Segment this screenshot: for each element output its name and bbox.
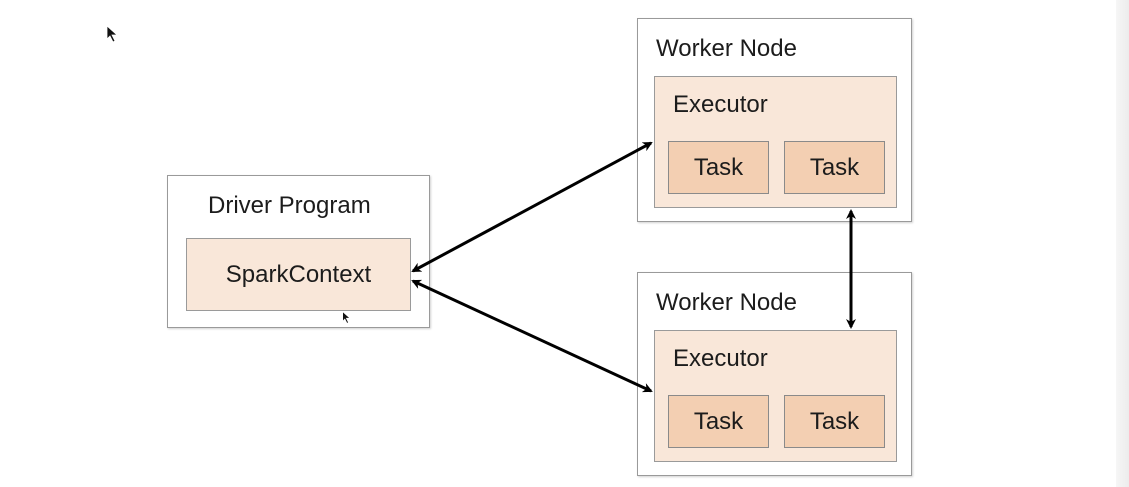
arrow-driver-to-worker-1 — [411, 141, 653, 273]
driver-program-box: Driver Program SparkContext — [167, 175, 430, 328]
cursor-icon — [342, 311, 351, 324]
executor-title-2: Executor — [673, 345, 768, 372]
spark-context-box: SparkContext — [186, 238, 411, 311]
worker-node-box-2: Worker Node Executor Task Task — [637, 272, 912, 476]
executor-box-1: Executor Task Task — [654, 76, 897, 208]
worker-node-title-1: Worker Node — [656, 35, 797, 62]
arrow-driver-to-worker-2 — [411, 279, 653, 393]
task-box: Task — [784, 141, 885, 194]
worker-node-box-1: Worker Node Executor Task Task — [637, 18, 912, 222]
executor-title-1: Executor — [673, 91, 768, 118]
executor-box-2: Executor Task Task — [654, 330, 897, 462]
task-box: Task — [668, 395, 769, 448]
driver-program-title: Driver Program — [208, 192, 371, 219]
worker-node-title-2: Worker Node — [656, 289, 797, 316]
task-box: Task — [784, 395, 885, 448]
cursor-icon — [106, 25, 119, 43]
window-edge — [1116, 0, 1129, 487]
task-box: Task — [668, 141, 769, 194]
